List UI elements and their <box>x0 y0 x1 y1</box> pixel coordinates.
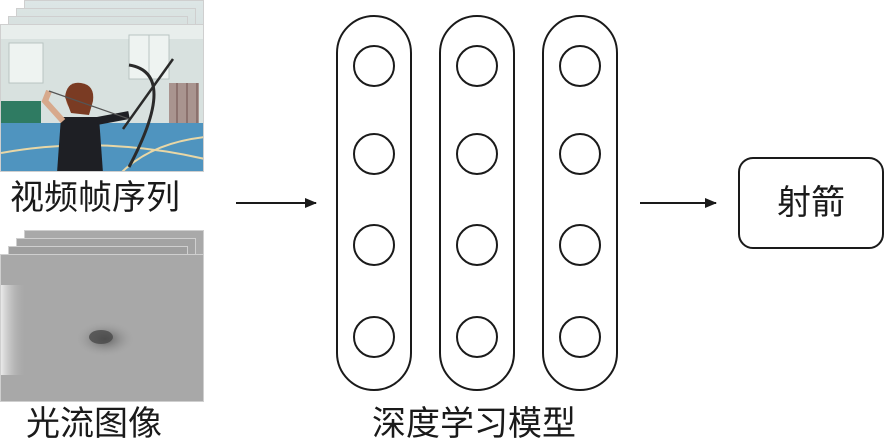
neuron-node <box>456 45 498 87</box>
optical-flow-label: 光流图像 <box>26 404 162 444</box>
video-frame-front <box>0 24 204 172</box>
neuron-node <box>456 224 498 266</box>
neuron-node <box>353 316 395 358</box>
archery-scene-image <box>1 25 203 171</box>
neuron-node <box>353 133 395 175</box>
model-label: 深度学习模型 <box>372 404 576 444</box>
neuron-node <box>456 316 498 358</box>
neuron-node <box>559 133 601 175</box>
model-layer-column <box>439 15 515 391</box>
neuron-node <box>353 45 395 87</box>
optical-flow-image <box>1 255 203 401</box>
neuron-node <box>559 45 601 87</box>
neuron-node <box>559 316 601 358</box>
flow-frame-front <box>0 254 204 402</box>
neuron-node <box>559 224 601 266</box>
model-layer-column <box>336 15 412 391</box>
model-layer-column <box>542 15 618 391</box>
neuron-node <box>456 133 498 175</box>
neuron-node <box>353 224 395 266</box>
output-box <box>738 157 884 249</box>
output-label: 射箭 <box>777 183 845 223</box>
video-frames-label: 视频帧序列 <box>10 178 180 218</box>
